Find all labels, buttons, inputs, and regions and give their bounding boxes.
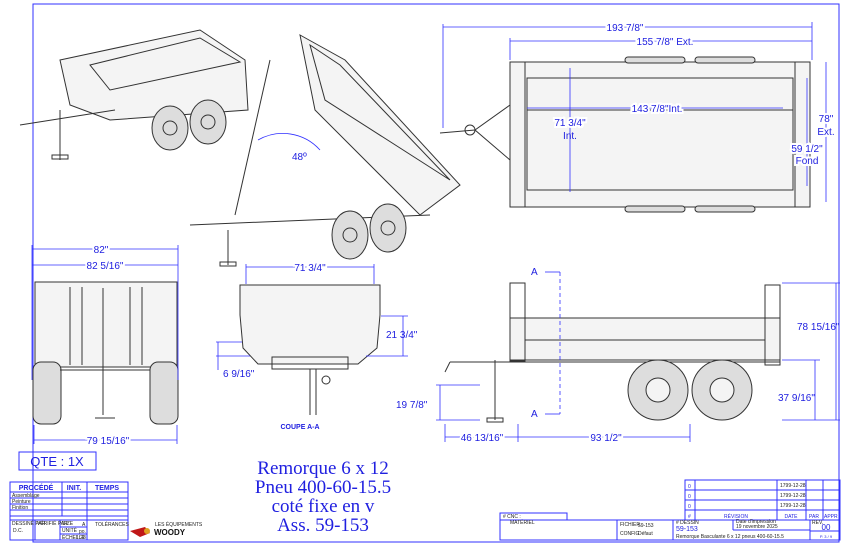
rev-date: 1799-12-28 xyxy=(780,483,806,489)
drawing-number: 59-153 xyxy=(676,526,698,533)
config-label: CONFIG xyxy=(620,531,640,537)
drawn-by-label: DESSINÉ PAR xyxy=(12,520,46,527)
file-label: FICHIER xyxy=(620,522,640,528)
tolerance-label: TOLÉRANCES xyxy=(95,521,129,528)
rev-date: 1799-12-28 xyxy=(780,493,806,499)
header-procede: PROCÉDÉ xyxy=(19,483,54,492)
side-view: A A 78 15/16" 37 9/16" 19 7/8" 46 13/16"… xyxy=(396,267,840,446)
dim-int-length: 143 7/8"Int. xyxy=(632,104,683,115)
section-marker-bottom: A xyxy=(531,409,538,420)
file-name: 59-153 xyxy=(638,523,654,529)
checked-by-label: VÉRIFIÉ PAR xyxy=(37,520,68,527)
title-line-3: coté fixe en v xyxy=(272,496,375,517)
iso-view-trailer xyxy=(19,29,249,160)
process-row: Peinture xyxy=(12,499,31,505)
rev-date: 1799-12-28 xyxy=(780,503,806,509)
woody-logo: LES ÉQUIPEMENTS WOODY xyxy=(130,521,203,537)
header-init: INIT. xyxy=(67,485,81,492)
dim-ext-width: 78" xyxy=(819,114,834,125)
dim-hitch-height: 19 7/8" xyxy=(396,400,428,411)
title-line-1: Remorque 6 x 12 xyxy=(257,458,388,479)
dim-rear-width-2: 82 5/16" xyxy=(87,261,124,272)
dim-ext-width-label: Ext. xyxy=(817,127,834,138)
dim-int-width: 71 3/4" xyxy=(554,118,586,129)
material-label: MATÉRIEL xyxy=(510,519,535,526)
print-date: 19 novembre 2025 xyxy=(736,524,778,530)
title-line-2: Pneu 400-60-15.5 xyxy=(255,477,391,498)
dim-rear-width: 82" xyxy=(94,245,109,256)
quantity-label: QTE : 1X xyxy=(30,454,84,469)
rev-header-par: PAR xyxy=(809,514,819,520)
dim-section-width: 71 3/4" xyxy=(294,263,326,274)
rev-num: 0 xyxy=(688,494,691,500)
dim-deck-height: 37 9/16" xyxy=(778,393,815,404)
drawing-title: Remorque 6 x 12 Pneu 400-60-15.5 coté fi… xyxy=(255,458,391,536)
revision-table: 0 1799-12-28 0 1799-12-28 0 1799-12-28 #… xyxy=(684,479,841,521)
print-date-label: Date d'impression xyxy=(736,519,776,525)
rev-header-date: DATE xyxy=(785,514,799,520)
dim-total-height: 78 15/16" xyxy=(797,322,840,333)
size-label: SIZE xyxy=(62,521,74,527)
revision: 00 xyxy=(822,523,831,532)
header-temps: TEMPS xyxy=(95,485,119,492)
rev-num: 0 xyxy=(688,504,691,510)
drawing-description: Remorque Basculante 6 x 12 pneus 400-60-… xyxy=(676,534,784,540)
unit-label: UNITÉ xyxy=(62,527,78,534)
section-marker-top: A xyxy=(531,267,538,278)
scale-label: ÉCHELLE xyxy=(62,534,85,541)
rev-num: 0 xyxy=(688,484,691,490)
dim-track-width: 79 15/16" xyxy=(87,436,130,447)
scale: 1:28 xyxy=(76,535,86,541)
dim-tongue-to-axle: 46 13/16" xyxy=(461,433,504,444)
dim-int-width-label: Int. xyxy=(563,131,577,142)
rear-view: 82" 82 5/16" 79 15/16" xyxy=(31,243,179,449)
dim-ext-length: 155 7/8" Ext. xyxy=(637,37,694,48)
unit: po. xyxy=(79,529,86,535)
size: A xyxy=(82,522,86,528)
section-a-a-view: 71 3/4" 21 3/4" 6 9/16" COUPE A-A xyxy=(216,261,418,431)
dim-overall-length: 193 7/8" xyxy=(607,23,644,34)
page-number: P. 3 / 9 xyxy=(820,534,833,539)
drawn-by: D.C. xyxy=(13,528,23,534)
rev-header-appr: APPR xyxy=(824,514,838,520)
title-block: # CNC : MATÉRIEL FICHIER 59-153 CONFIG D… xyxy=(499,512,841,541)
title-line-4: Ass. 59-153 xyxy=(277,515,369,536)
rev-header-revision: RÉVISION xyxy=(724,513,748,520)
config: Défaut xyxy=(638,531,653,537)
dim-axle-to-rear: 93 1/2" xyxy=(590,433,622,444)
rev-header-num: # xyxy=(688,514,691,520)
dim-floor-width-label: Fond xyxy=(796,156,819,167)
process-row: Finition xyxy=(12,505,28,511)
logo-caption: LES ÉQUIPEMENTS xyxy=(155,521,203,528)
top-view: 193 7/8" 155 7/8" Ext. 143 7/8"Int. 71 3… xyxy=(439,21,837,213)
dim-floor-drop: 6 9/16" xyxy=(223,369,255,380)
process-table: PROCÉDÉ INIT. TEMPS Assemblage Peinture … xyxy=(9,481,129,541)
revision-label: REV. xyxy=(812,520,823,526)
process-row: Assemblage xyxy=(12,493,40,499)
dim-floor-width: 59 1/2" xyxy=(791,144,823,155)
tilt-angle-label: 48º xyxy=(292,152,307,163)
iso-view-tilted: 48º xyxy=(189,34,461,267)
drawing-number-label: # DESSIN xyxy=(676,520,699,526)
logo-text: WOODY xyxy=(154,528,186,537)
dim-side-height: 21 3/4" xyxy=(386,330,418,341)
cnc-label: # CNC : xyxy=(503,514,521,520)
section-label: COUPE A-A xyxy=(280,424,319,431)
sheet-border xyxy=(32,3,840,543)
